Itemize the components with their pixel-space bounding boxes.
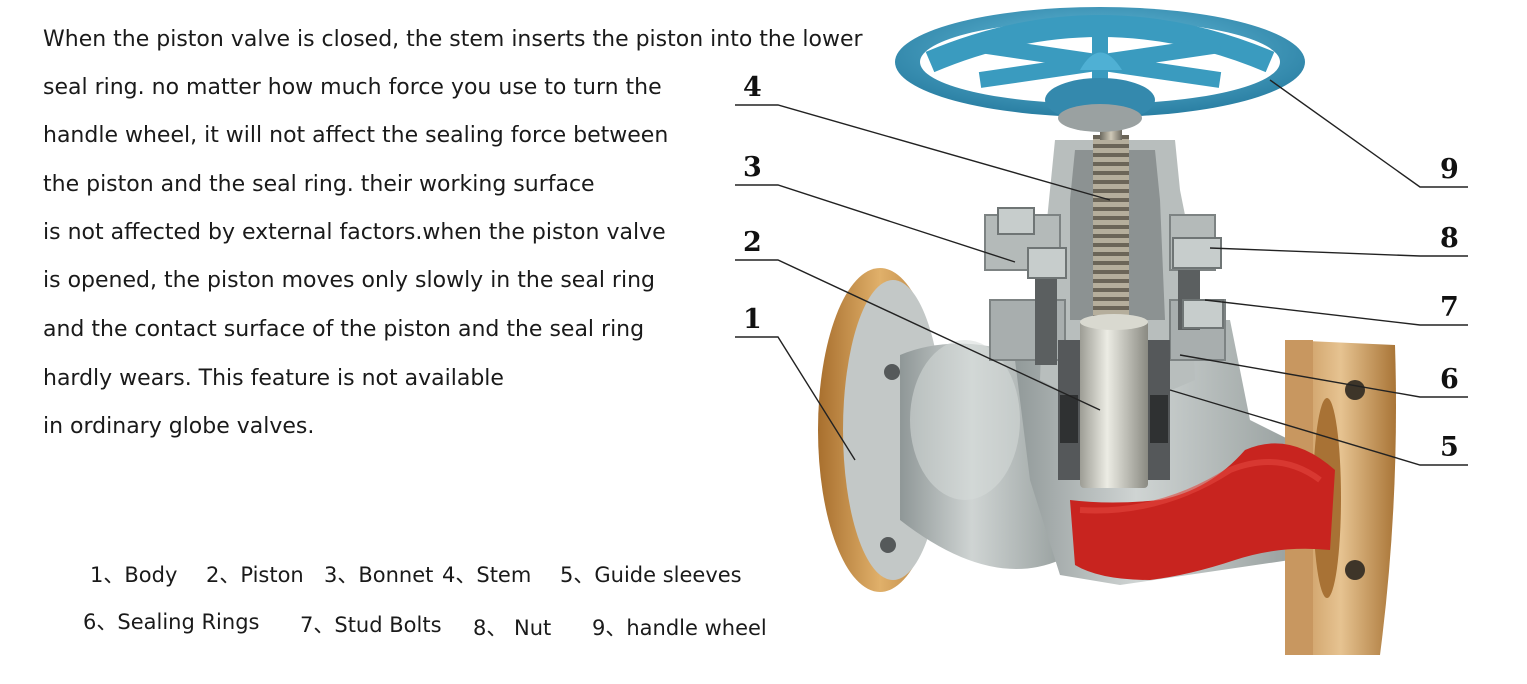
- legend-bonnet: 3、Bonnet: [324, 563, 434, 587]
- stem: [1093, 135, 1129, 320]
- legend-handle-wheel: 9、handle wheel: [592, 616, 767, 640]
- legend-body: 1、Body: [90, 563, 178, 587]
- piston: [1080, 320, 1148, 488]
- callout-1: 1: [743, 304, 762, 335]
- callout-2: 2: [743, 227, 762, 258]
- description-line: hardly wears. This feature is not availa…: [43, 366, 504, 391]
- callout-3: 3: [743, 152, 762, 183]
- description-line: the piston and the seal ring. their work…: [43, 172, 595, 197]
- flow-passage: [1070, 443, 1335, 580]
- leader-lines: [735, 79, 1468, 466]
- legend-stud-bolts: 7、Stud Bolts: [300, 613, 442, 637]
- callout-4: 4: [743, 72, 762, 103]
- description-line: handle wheel, it will not affect the sea…: [43, 123, 669, 148]
- description-line: seal ring. no matter how much force you …: [43, 75, 662, 100]
- legend-nut: 8、 Nut: [473, 616, 552, 640]
- description-line: is not affected by external factors.when…: [43, 220, 666, 245]
- sealing-ring-right: [1150, 395, 1168, 443]
- legend-stem: 4、Stem: [442, 563, 532, 587]
- callout-9: 9: [1440, 154, 1459, 185]
- nut-left: [1027, 247, 1067, 279]
- description-line: and the contact surface of the piston an…: [43, 317, 645, 342]
- callout-7: 7: [1440, 292, 1459, 323]
- description-line: in ordinary globe valves.: [43, 414, 315, 439]
- callout-6: 6: [1440, 364, 1459, 395]
- sealing-ring-left: [1060, 395, 1078, 443]
- legend-guide-sleeves: 5、Guide sleeves: [560, 563, 742, 587]
- description-line: is opened, the piston moves only slowly …: [43, 268, 655, 293]
- nut-right: [1172, 237, 1222, 269]
- callout-5: 5: [1440, 432, 1459, 463]
- legend-piston: 2、Piston: [206, 563, 304, 587]
- legend-sealing-rings: 6、Sealing Rings: [83, 610, 260, 634]
- description-line: When the piston valve is closed, the ste…: [43, 27, 863, 52]
- stud-bolt-left: [1035, 270, 1057, 365]
- callout-8: 8: [1440, 223, 1459, 254]
